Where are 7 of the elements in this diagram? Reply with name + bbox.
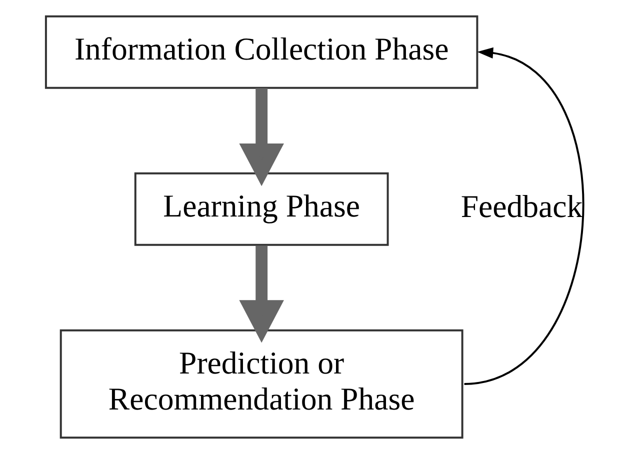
node-box: Learning Phase — [134, 172, 389, 246]
arrow — [239, 88, 284, 186]
node-box: Information Collection Phase — [44, 15, 478, 89]
edge-label: Feedback — [460, 188, 583, 224]
arrow — [464, 47, 584, 385]
node-box: Prediction or Recommendation Phase — [60, 329, 464, 439]
arrow — [239, 246, 284, 343]
